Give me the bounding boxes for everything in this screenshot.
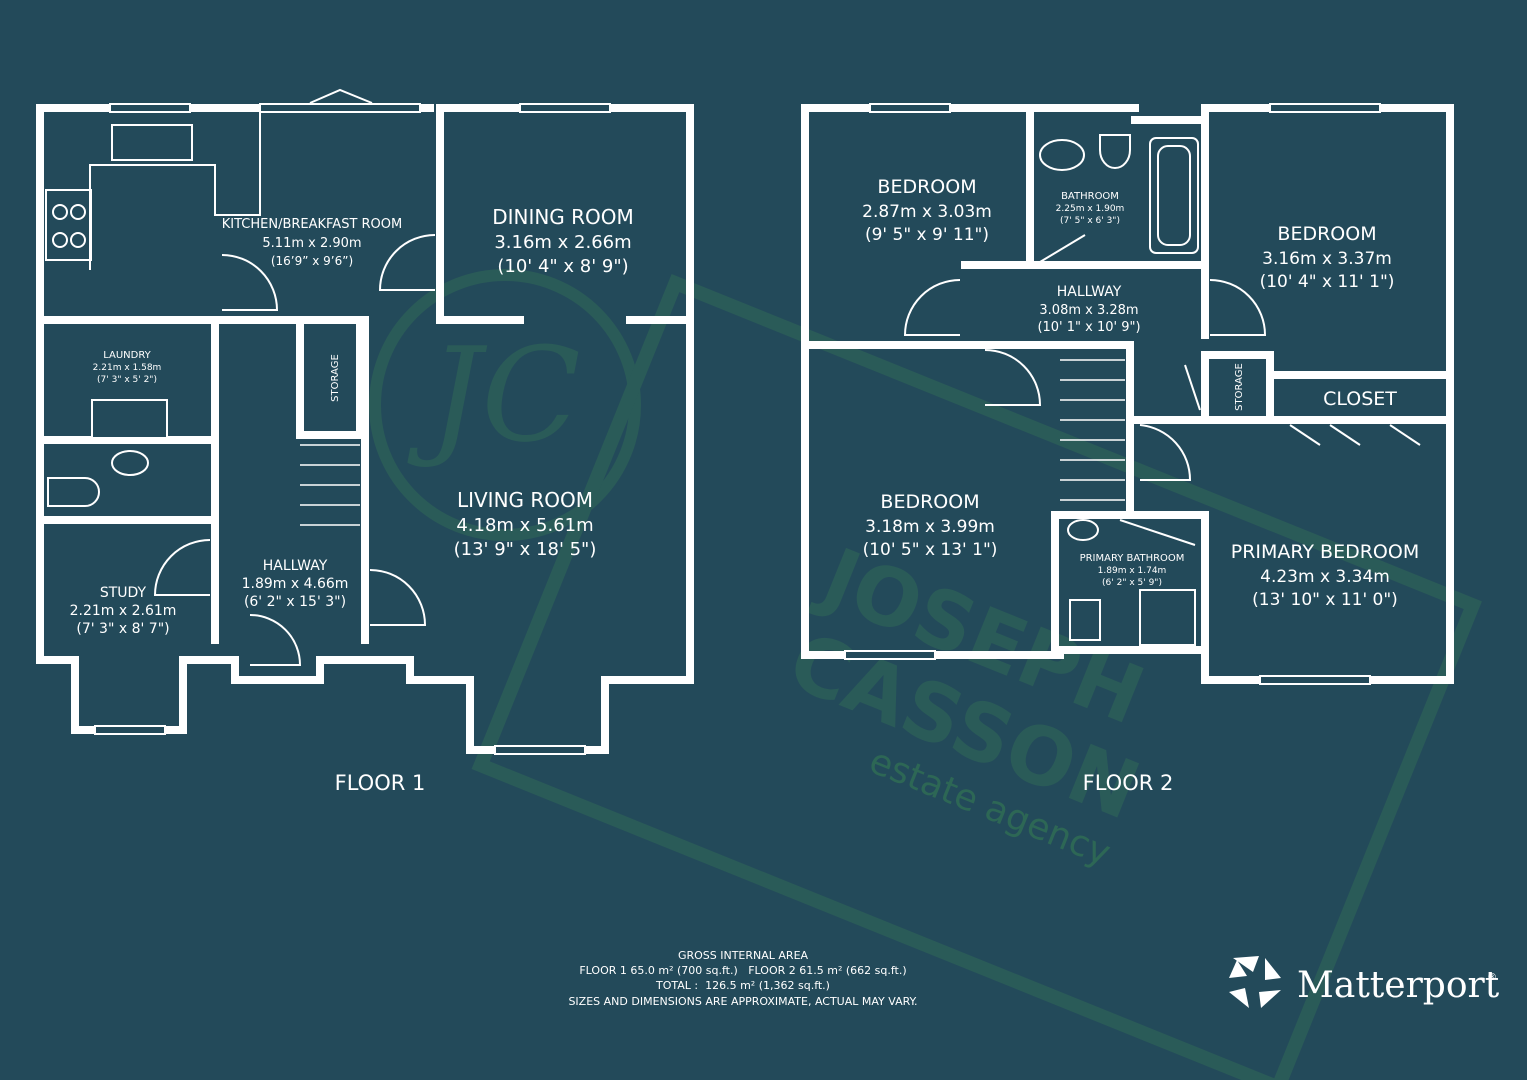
floor2-label: FLOOR 2 (1083, 771, 1174, 795)
room-hallway-f1-metric: 1.89m x 4.66m (242, 576, 349, 592)
room-bedroom3-imperial: (10' 5" x 13' 1") (863, 540, 998, 560)
room-hallway-f1: HALLWAY 1.89m x 4.66m (6' 2" x 15' 3") (242, 558, 349, 610)
room-study-imperial: (7' 3" x 8' 7") (76, 621, 169, 637)
floor1-walls (36, 104, 694, 754)
watermark-monogram: JC (407, 319, 581, 471)
room-dining-name: DINING ROOM (492, 205, 634, 229)
room-bathroom-metric: 2.25m x 1.90m (1056, 204, 1125, 214)
room-primary-bathroom-name: PRIMARY BATHROOM (1080, 553, 1185, 564)
room-dining-metric: 3.16m x 2.66m (494, 232, 631, 253)
room-storage-f2-name: STORAGE (1234, 363, 1245, 411)
room-primary-bedroom-name: PRIMARY BEDROOM (1231, 541, 1419, 563)
room-kitchen-name: KITCHEN/BREAKFAST ROOM (222, 217, 403, 232)
area-summary-line2: TOTAL : 126.5 m² (1,362 sq.ft.) (655, 979, 830, 992)
room-study: STUDY 2.21m x 2.61m (7' 3" x 8' 7") (70, 585, 177, 637)
matterport-logo-text: Matterport (1297, 965, 1500, 1006)
room-closet-name: CLOSET (1323, 388, 1397, 410)
room-primary-bedroom-imperial: (13' 10" x 11' 0") (1252, 590, 1398, 610)
area-summary-title: GROSS INTERNAL AREA (678, 949, 809, 962)
room-bedroom3: BEDROOM 3.18m x 3.99m (10' 5" x 13' 1") (863, 491, 998, 560)
room-bedroom2: BEDROOM 3.16m x 3.37m (10' 4" x 11' 1") (1260, 223, 1395, 292)
room-bedroom1-name: BEDROOM (877, 176, 976, 198)
room-primary-bathroom: PRIMARY BATHROOM 1.89m x 1.74m (6' 2" x … (1080, 553, 1185, 588)
room-hallway-f2-imperial: (10' 1" x 10' 9") (1037, 320, 1140, 335)
room-living-metric: 4.18m x 5.61m (456, 515, 593, 536)
room-bathroom-imperial: (7' 5" x 6' 3") (1060, 216, 1120, 226)
watermark-ring (369, 269, 641, 541)
room-primary-bedroom: PRIMARY BEDROOM 4.23m x 3.34m (13' 10" x… (1231, 541, 1419, 610)
room-bedroom1-imperial: (9' 5" x 9' 11") (865, 225, 989, 245)
room-bedroom2-name: BEDROOM (1277, 223, 1376, 245)
matterport-logo-icon (1229, 956, 1281, 1008)
room-bedroom2-metric: 3.16m x 3.37m (1262, 249, 1392, 269)
room-hallway-f2-name: HALLWAY (1057, 284, 1122, 300)
room-study-metric: 2.21m x 2.61m (70, 603, 177, 619)
room-living: LIVING ROOM 4.18m x 5.61m (13' 9" x 18' … (454, 488, 597, 560)
room-bedroom2-imperial: (10' 4" x 11' 1") (1260, 272, 1395, 292)
floor2-details (844, 103, 1421, 685)
room-dining: DINING ROOM 3.16m x 2.66m (10' 4" x 8' 9… (492, 205, 634, 277)
room-study-name: STUDY (100, 585, 147, 601)
room-bedroom3-name: BEDROOM (880, 491, 979, 513)
room-hallway-f1-name: HALLWAY (263, 558, 328, 574)
room-bedroom1-metric: 2.87m x 3.03m (862, 202, 992, 222)
room-living-name: LIVING ROOM (457, 488, 593, 512)
room-bedroom1: BEDROOM 2.87m x 3.03m (9' 5" x 9' 11") (862, 176, 992, 245)
matterport-registered-mark: ® (1487, 972, 1497, 983)
room-primary-bedroom-metric: 4.23m x 3.34m (1260, 567, 1390, 587)
room-laundry-metric: 2.21m x 1.58m (93, 363, 162, 373)
room-bathroom-name: BATHROOM (1061, 191, 1119, 202)
watermark-frame (471, 273, 1482, 1080)
floor1-label: FLOOR 1 (335, 771, 426, 795)
floor1-details (45, 88, 611, 755)
room-hallway-f2: HALLWAY 3.08m x 3.28m (10' 1" x 10' 9") (1037, 284, 1140, 335)
area-summary-line1: FLOOR 1 65.0 m² (700 sq.ft.) FLOOR 2 61.… (579, 964, 906, 977)
room-bedroom3-metric: 3.18m x 3.99m (865, 517, 995, 537)
room-hallway-f1-imperial: (6' 2" x 15' 3") (244, 594, 346, 610)
area-summary-disclaimer: SIZES AND DIMENSIONS ARE APPROXIMATE, AC… (568, 995, 917, 1008)
matterport-logo: Matterport ® (1229, 956, 1500, 1008)
room-hallway-f2-metric: 3.08m x 3.28m (1039, 303, 1138, 318)
room-primary-bathroom-imperial: (6' 2" x 5' 9") (1102, 578, 1162, 588)
room-dining-imperial: (10' 4" x 8' 9") (497, 256, 628, 277)
room-bathroom: BATHROOM 2.25m x 1.90m (7' 5" x 6' 3") (1056, 191, 1125, 226)
room-laundry: LAUNDRY 2.21m x 1.58m (7' 3" x 5' 2") (93, 350, 162, 385)
room-laundry-imperial: (7' 3" x 5' 2") (97, 375, 157, 385)
area-summary: GROSS INTERNAL AREA FLOOR 1 65.0 m² (700… (568, 949, 917, 1008)
room-kitchen-imperial: (16’9” x 9’6”) (271, 254, 353, 268)
room-primary-bathroom-metric: 1.89m x 1.74m (1098, 566, 1167, 576)
room-kitchen: KITCHEN/BREAKFAST ROOM 5.11m x 2.90m (16… (222, 217, 403, 268)
room-laundry-name: LAUNDRY (103, 350, 151, 361)
room-storage-f1-name: STORAGE (330, 354, 341, 402)
room-living-imperial: (13' 9" x 18' 5") (454, 539, 597, 560)
room-kitchen-metric: 5.11m x 2.90m (262, 236, 361, 251)
